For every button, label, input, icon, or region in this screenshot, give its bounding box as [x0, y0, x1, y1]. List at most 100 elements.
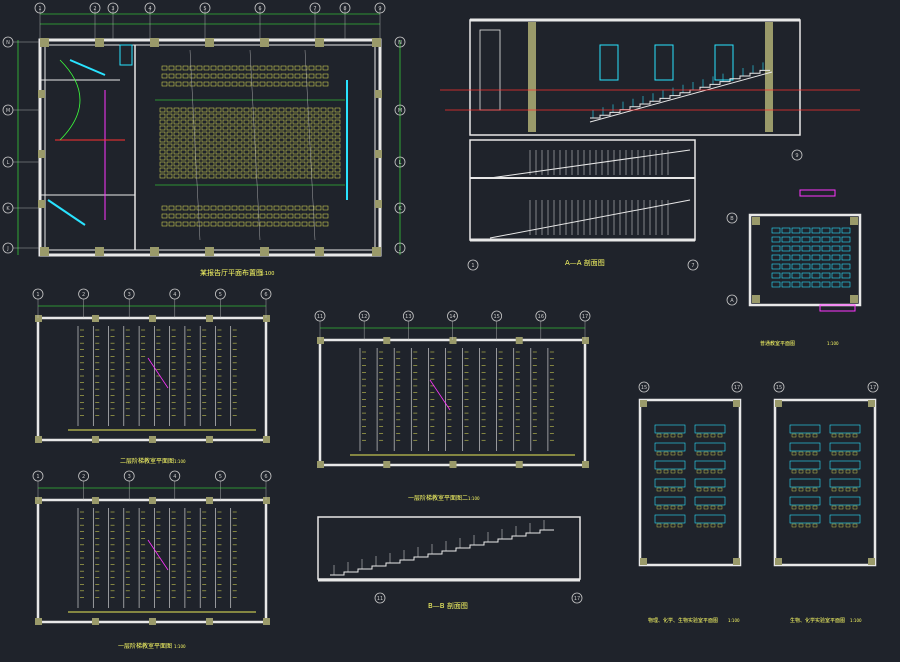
seat [257, 173, 264, 179]
seat [285, 143, 292, 149]
seat [236, 161, 243, 167]
seat [320, 131, 327, 137]
grid-label: 3 [128, 292, 131, 298]
seat [306, 119, 313, 125]
seat [166, 143, 173, 149]
lab-bench [789, 460, 821, 470]
seat [166, 125, 173, 131]
seat [294, 81, 301, 87]
seat [236, 137, 243, 143]
seat [292, 113, 299, 119]
desk [771, 254, 781, 261]
seat [224, 81, 231, 87]
stool [696, 505, 702, 510]
column [775, 400, 782, 407]
seat [292, 173, 299, 179]
seat [285, 155, 292, 161]
seat [180, 143, 187, 149]
seat [187, 173, 194, 179]
seat [166, 131, 173, 137]
desk [811, 236, 821, 243]
seat [210, 65, 217, 71]
seat [182, 81, 189, 87]
grid-axis-bubble-icon [339, 2, 351, 14]
grid-axis-bubble-icon [254, 2, 266, 14]
seat [264, 143, 271, 149]
stool [677, 433, 683, 438]
seat [327, 125, 334, 131]
seat [259, 213, 266, 219]
grid-label: 15 [641, 385, 647, 391]
stool [812, 469, 818, 474]
leader-line [147, 357, 169, 389]
grid-axis-bubble-icon [144, 2, 156, 14]
seat [250, 173, 257, 179]
stool [696, 487, 702, 492]
seat [173, 113, 180, 119]
seat [215, 167, 222, 173]
seat [313, 161, 320, 167]
stool [677, 469, 683, 474]
stool [710, 469, 716, 474]
stool [845, 505, 851, 510]
grid-label: 15 [776, 385, 782, 391]
stool [845, 523, 851, 528]
lab-bench [789, 496, 821, 506]
seat [301, 65, 308, 71]
seat [243, 137, 250, 143]
seat [159, 137, 166, 143]
seat [273, 81, 280, 87]
seating-block [155, 49, 348, 241]
grid-label: 7 [313, 6, 316, 12]
seat [224, 221, 231, 227]
seat [201, 137, 208, 143]
lab-bench [694, 478, 726, 488]
grid-axis-bubble-icon [107, 2, 119, 14]
desk [791, 236, 801, 243]
stool [696, 469, 702, 474]
seat [308, 65, 315, 71]
seat [194, 113, 201, 119]
column [35, 436, 42, 443]
stool [710, 523, 716, 528]
seat [229, 149, 236, 155]
seat [271, 155, 278, 161]
seat [196, 205, 203, 211]
seat [313, 137, 320, 143]
seat [180, 149, 187, 155]
column [35, 497, 42, 504]
seat [285, 161, 292, 167]
stepped-floor [330, 520, 554, 576]
grid-label: K [6, 206, 10, 212]
column [35, 618, 42, 625]
seat [194, 125, 201, 131]
column [38, 90, 45, 98]
seat [322, 73, 329, 79]
seat [271, 131, 278, 137]
columns [35, 497, 270, 625]
seat [292, 149, 299, 155]
seat [180, 107, 187, 113]
seat [334, 137, 341, 143]
seat [194, 107, 201, 113]
grid-label: 5 [219, 474, 222, 480]
seat [222, 125, 229, 131]
grid-label: J [398, 246, 400, 252]
stool [703, 487, 709, 492]
seat [175, 73, 182, 79]
desk [801, 236, 811, 243]
seat [215, 125, 222, 131]
seat [180, 173, 187, 179]
desk [841, 272, 851, 279]
seat [315, 65, 322, 71]
seat [278, 173, 285, 179]
seat [187, 161, 194, 167]
seat [201, 113, 208, 119]
seat [294, 221, 301, 227]
seat [322, 205, 329, 211]
desk [841, 281, 851, 288]
seat [294, 213, 301, 219]
seat [161, 73, 168, 79]
lab-bench [694, 496, 726, 506]
